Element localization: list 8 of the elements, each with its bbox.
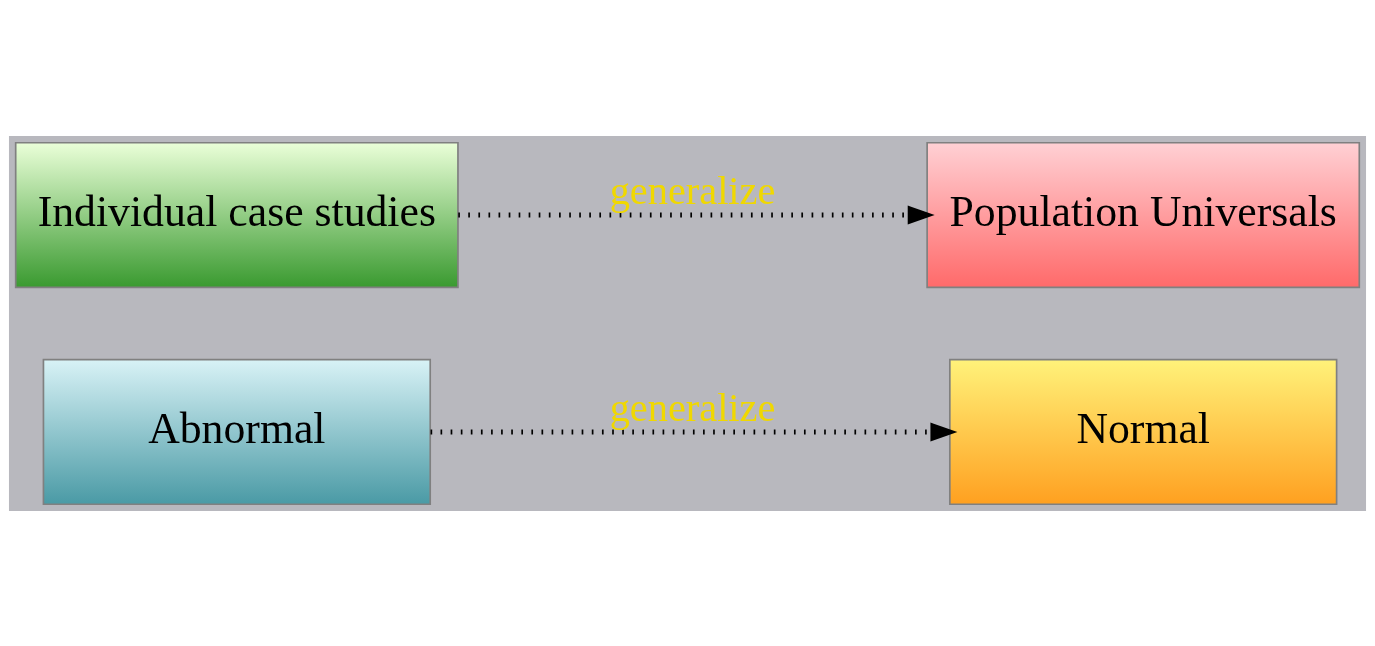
arrow [430, 422, 958, 441]
edge-label: generalize [609, 384, 776, 430]
node-box: Normal [949, 358, 1338, 505]
edge-label: generalize [609, 167, 776, 213]
node-box: Individual case studies [14, 141, 459, 288]
arrow [458, 205, 935, 224]
node-box: Abnormal [42, 358, 432, 505]
node-box: Population Universals [926, 141, 1361, 288]
